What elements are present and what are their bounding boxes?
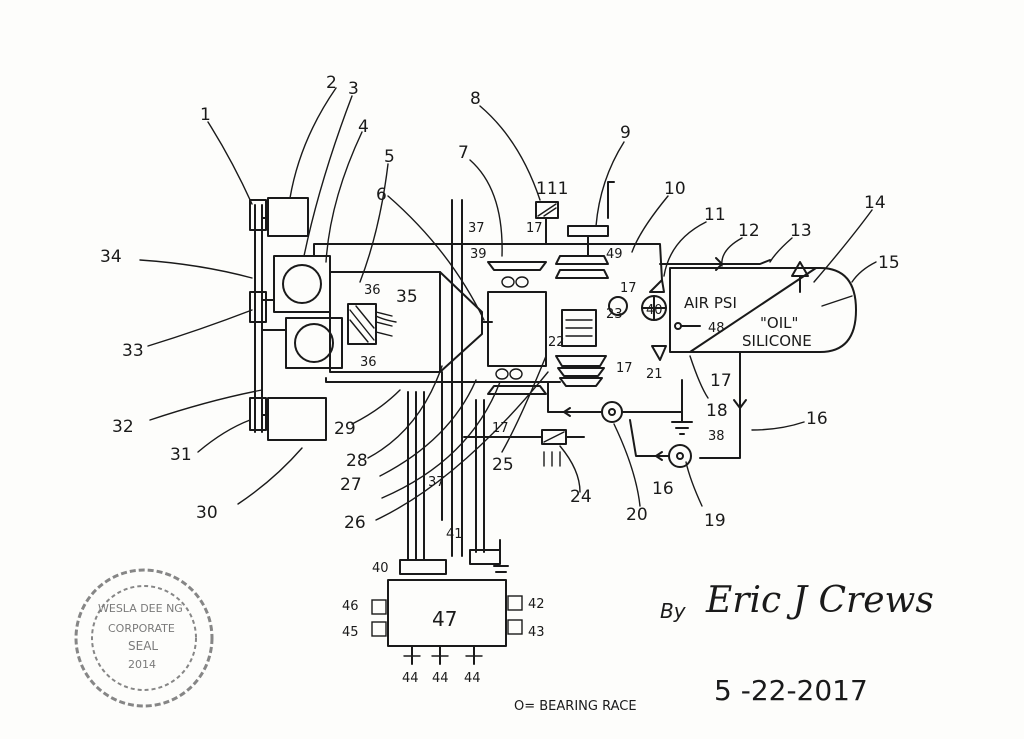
switch-24 [463, 429, 585, 467]
signature-text: Eric J Crews [705, 580, 934, 621]
stamp-seal-text: SEAL [128, 639, 158, 653]
label-37-bottom: 37 [428, 475, 445, 490]
label-14: 14 [864, 193, 886, 213]
label-44-a: 44 [402, 671, 419, 686]
label-3: 3 [348, 79, 359, 99]
wire-bundle [399, 199, 509, 575]
label-23: 23 [606, 307, 623, 322]
main-circuit [313, 181, 701, 395]
label-48: 48 [708, 321, 725, 336]
label-45: 45 [342, 625, 359, 640]
label-13: 13 [790, 221, 812, 241]
label-18: 18 [706, 401, 728, 421]
label-111: 111 [536, 179, 568, 199]
legend-text: O= BEARING RACE [514, 699, 637, 714]
label-4: 4 [358, 117, 369, 137]
label-2: 2 [326, 73, 337, 93]
label-33: 33 [122, 341, 144, 361]
label-24: 24 [570, 487, 592, 507]
label-16-b: 16 [652, 479, 674, 499]
label-19: 19 [704, 511, 726, 531]
label-21: 21 [646, 367, 663, 382]
label-20: 20 [626, 505, 648, 525]
label-41: 41 [446, 527, 463, 542]
switch-111 [535, 201, 559, 245]
label-5: 5 [384, 147, 395, 167]
label-38: 38 [708, 429, 725, 444]
belt-drive-assembly [249, 197, 327, 441]
stamp-top-text: WESLA DEE NG [98, 602, 183, 615]
label-22: 22 [548, 335, 565, 350]
label-34: 34 [100, 247, 122, 267]
label-49: 49 [606, 247, 623, 262]
label-32: 32 [112, 417, 134, 437]
label-28: 28 [346, 451, 368, 471]
label-9: 9 [620, 123, 631, 143]
by-text: By [660, 599, 687, 623]
label-17-right: 17 [710, 371, 732, 391]
label-17-d: 17 [616, 361, 633, 376]
label-15: 15 [878, 253, 900, 273]
label-44-c: 44 [464, 671, 481, 686]
label-8: 8 [470, 89, 481, 109]
label-42: 42 [528, 597, 545, 612]
leader-lines [139, 87, 877, 521]
label-46: 46 [342, 599, 359, 614]
oil-text: "OIL" [760, 314, 798, 332]
reference-numbers: 1 2 3 4 5 6 7 8 9 10 11 12 13 14 15 16 1… [100, 73, 900, 686]
label-27: 27 [340, 475, 362, 495]
label-17-c: 17 [620, 281, 637, 296]
label-16: 16 [806, 409, 828, 429]
controller-47 [371, 579, 523, 665]
label-31: 31 [170, 445, 192, 465]
air-psi-text: AIR PSI [684, 294, 737, 312]
date-text: 5 -22-2017 [714, 674, 868, 707]
label-39: 39 [470, 247, 487, 262]
label-29: 29 [334, 419, 356, 439]
return-loop [547, 351, 747, 468]
label-6: 6 [376, 185, 387, 205]
label-25: 25 [492, 455, 514, 475]
label-40-tank: 40 [646, 303, 663, 318]
label-44-b: 44 [432, 671, 449, 686]
label-47: 47 [432, 607, 457, 631]
label-37-top: 37 [468, 221, 485, 236]
label-35: 35 [396, 287, 418, 307]
label-12: 12 [738, 221, 760, 241]
label-43: 43 [528, 625, 545, 640]
label-10: 10 [664, 179, 686, 199]
label-17-top: 17 [526, 221, 543, 236]
label-11: 11 [704, 205, 726, 225]
label-1: 1 [200, 105, 211, 125]
stamp-mid-text: CORPORATE [108, 622, 175, 635]
silicone-text: SILICONE [742, 332, 812, 350]
air-oil-tank [659, 257, 857, 353]
corporate-seal-stamp: WESLA DEE NG CORPORATE SEAL 2014 [74, 568, 214, 708]
label-7: 7 [458, 143, 469, 163]
label-30: 30 [196, 503, 218, 523]
label-36-bottom: 36 [360, 355, 377, 370]
label-26: 26 [344, 513, 366, 533]
stamp-year-text: 2014 [128, 658, 156, 671]
label-40-bottom: 40 [372, 561, 389, 576]
label-36-top: 36 [364, 283, 381, 298]
label-17-e: 17 [492, 421, 509, 436]
